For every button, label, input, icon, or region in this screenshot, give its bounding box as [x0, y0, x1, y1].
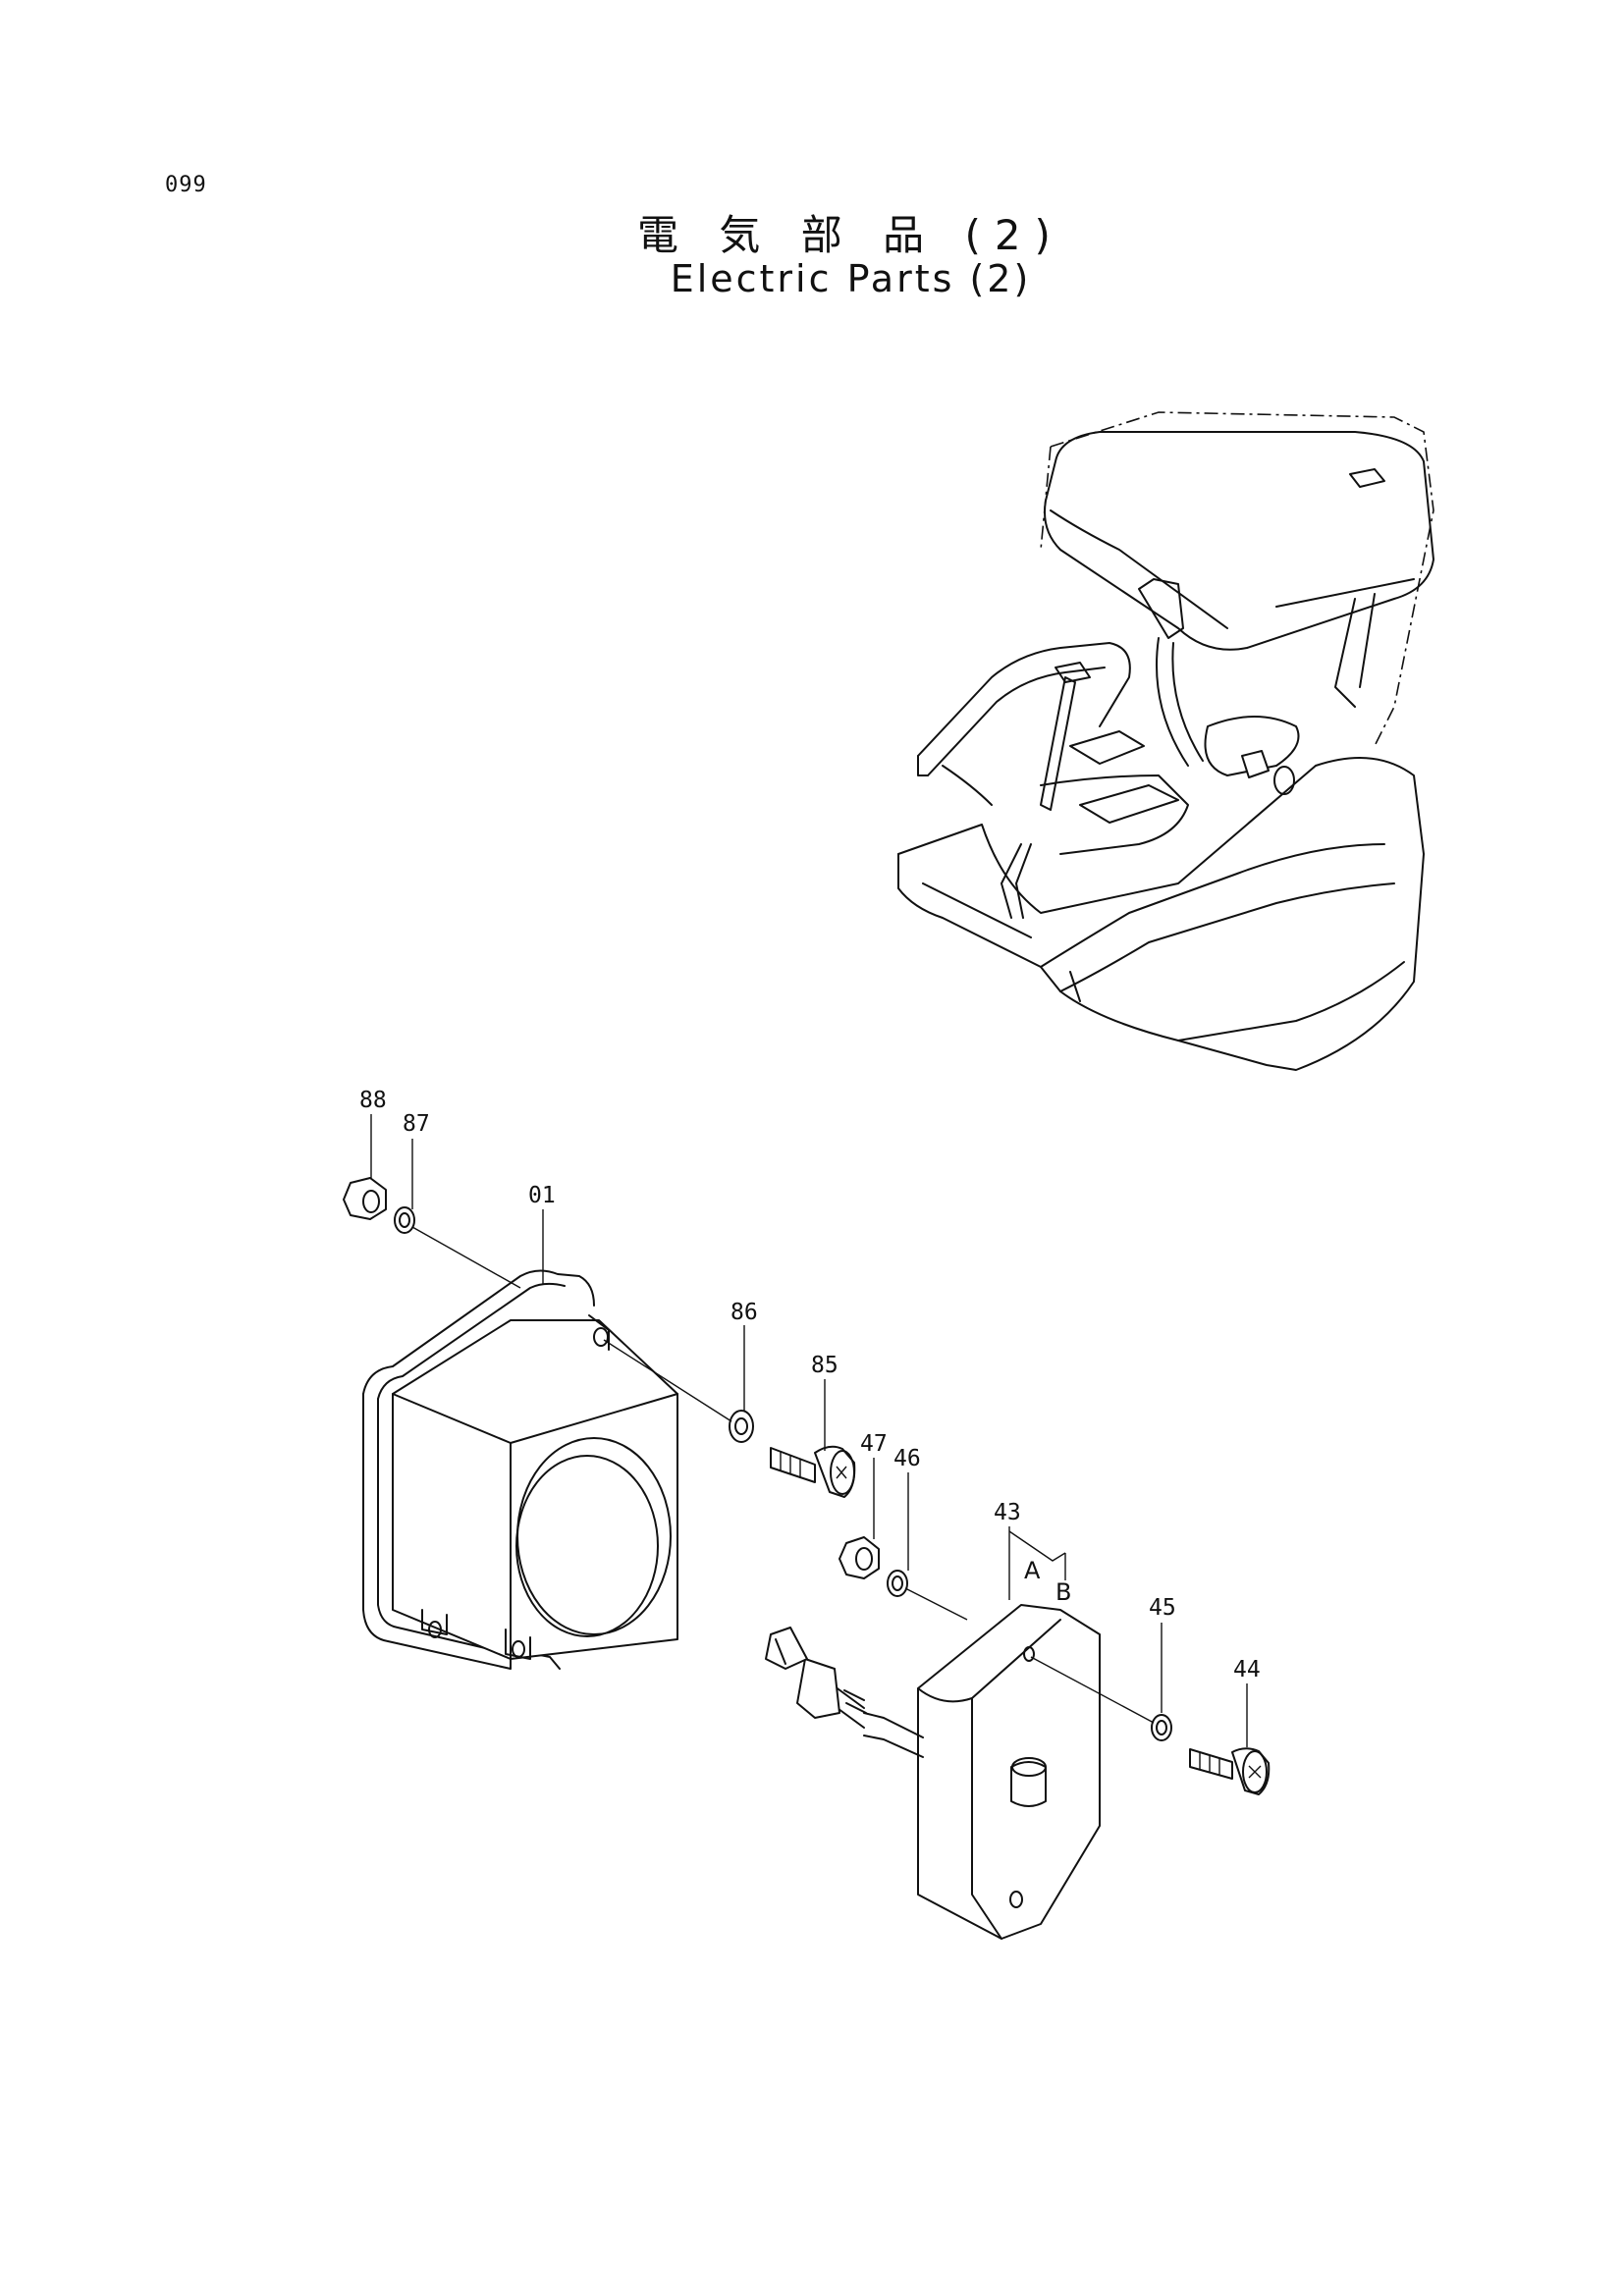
part-43-lamp-assembly — [765, 1604, 1155, 1940]
machine-overview-illustration — [897, 411, 1434, 1071]
callout-88: 88 — [359, 1088, 387, 1113]
callout-B: B — [1055, 1578, 1071, 1606]
part-47-nut — [839, 1536, 880, 1579]
part-86-washer — [729, 1410, 754, 1443]
page-title-english: Electric Parts (2) — [670, 257, 1032, 300]
callout-A: A — [1024, 1557, 1041, 1584]
callout-45: 45 — [1149, 1595, 1176, 1621]
callout-86: 86 — [730, 1300, 758, 1325]
callout-47: 47 — [860, 1431, 888, 1457]
part-45-washer — [1151, 1714, 1172, 1741]
part-87-washer — [394, 1206, 521, 1289]
part-46-washer — [887, 1570, 968, 1621]
callout-85: 85 — [811, 1353, 839, 1378]
part-01-buzzer-case — [362, 1269, 732, 1670]
part-44-screw — [1189, 1747, 1271, 1795]
callout-01: 01 — [528, 1183, 556, 1208]
page-title-japanese: 電 気 部 品 (2) — [637, 211, 1064, 259]
callout-46: 46 — [893, 1446, 921, 1471]
callout-44: 44 — [1233, 1657, 1261, 1682]
page-number: 099 — [165, 173, 207, 197]
callout-87: 87 — [403, 1111, 430, 1137]
callout-leaders — [370, 1114, 1248, 1747]
part-88-nut — [343, 1177, 387, 1220]
callout-43: 43 — [994, 1500, 1021, 1525]
part-85-screw — [770, 1445, 856, 1498]
